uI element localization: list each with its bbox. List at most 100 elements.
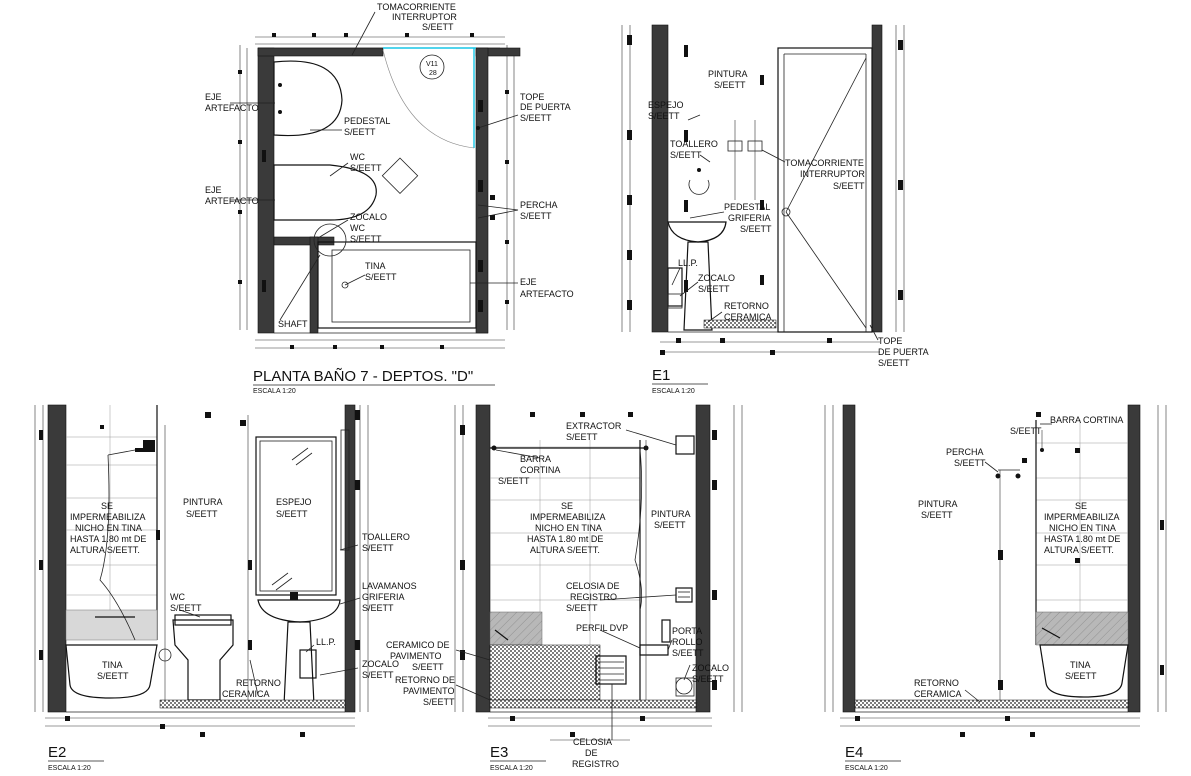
e4-ceramic-return [854, 699, 1129, 709]
e3-extractor-label-1: EXTRACTOR [566, 421, 622, 431]
plan-view: TOMACORRIENTE INTERRUPTOR S/EETT V11 28 … [205, 2, 574, 395]
elevation-e2: SE IMPERMEABILIZA NICHO EN TINA HASTA 1.… [34, 404, 417, 772]
e2-wc-label-1: WC [170, 592, 185, 602]
e3-porta-label-1: PORTA [672, 626, 702, 636]
e4-retorno-label-1: RETORNO [914, 678, 959, 688]
plan-tope-label-2: DE PUERTA [520, 102, 571, 112]
e1-pedestal-label-1: PEDESTAL [724, 202, 770, 212]
e3-perfil-label: PERFIL DVP [576, 623, 628, 633]
e4-percha-label-1: PERCHA [946, 447, 984, 457]
e3-se-label-5: ALTURA S/EETT. [530, 545, 600, 555]
plan-eje1-label-2: ARTEFACTO [205, 103, 259, 113]
e1-pedestal-label-2: GRIFERIA [728, 213, 771, 223]
plan-eje2-label-1: EJE [205, 185, 222, 195]
e1-retorno-label-1: RETORNO [724, 301, 769, 311]
e1-espejo-label-1: ESPEJO [648, 100, 684, 110]
e1-retorno-label-2: CERAMICA [724, 312, 772, 322]
plan-window-code-1: V11 [426, 61, 438, 68]
e3-floor-ceramic [489, 644, 601, 701]
e3-celosia-reg-label-3: S/EETT [566, 603, 598, 613]
e4-hook-2 [1015, 473, 1021, 479]
e2-lavamanos-label-1: LAVAMANOS [362, 581, 417, 591]
e2-retorno-label-2: CERAMICA [222, 689, 270, 699]
e3-tile-grid [490, 440, 641, 700]
plan-tope-label-3: S/EETT [520, 113, 552, 123]
plan-tomacorriente-label-3: S/EETT [422, 22, 454, 32]
e1-pintura-label-1: PINTURA [708, 69, 748, 79]
plan-wc-label-1: WC [350, 152, 365, 162]
e3-celosia [595, 655, 627, 685]
plan-top-wall [257, 47, 384, 57]
plan-wc [273, 164, 377, 221]
plan-tomacorriente-label-2: INTERRUPTOR [392, 12, 457, 22]
e4-pintura-label-2: S/EETT [921, 510, 953, 520]
e4-retorno-label-2: CERAMICA [914, 689, 962, 699]
e1-zocalo-label-2: S/EETT [698, 284, 730, 294]
e3-pintura-label-1: PINTURA [651, 509, 691, 519]
e2-wc [172, 619, 234, 701]
plan-eje1-label-1: EJE [205, 92, 222, 102]
plan-zocalo-label-1: ZOCALO [350, 212, 387, 222]
e1-tomacorriente-label-2: INTERRUPTOR [800, 169, 865, 179]
e4-niche [1035, 611, 1129, 646]
e3-title: E3 [490, 744, 508, 761]
e1-toallero-label-1: TOALLERO [670, 139, 718, 149]
plan-tina-label-2: S/EETT [365, 272, 397, 282]
e4-title: E4 [845, 744, 863, 761]
e3-pintura-label-2: S/EETT [654, 520, 686, 530]
e2-zocalo-label-2: S/EETT [362, 670, 394, 680]
e3-celosia-reg-label-1: CELOSIA DE [566, 581, 620, 591]
e1-pedestal-label-3: S/EETT [740, 224, 772, 234]
e2-tile-grid [66, 405, 158, 640]
e1-zocalo-label-1: ZOCALO [698, 273, 735, 283]
e1-tope-label-2: DE PUERTA [878, 347, 929, 357]
e4-barra-label-2: BARRA CORTINA [1050, 415, 1123, 425]
e3-se-label-1: SE [561, 501, 573, 511]
e2-se-label-3: NICHO EN TINA [75, 523, 142, 533]
e3-ceramico-label-3: S/EETT [412, 662, 444, 672]
plan-eje2-label-2: ARTEFACTO [205, 196, 259, 206]
e2-se-label-5: ALTURA S/EETT. [70, 545, 140, 555]
e2-basin [257, 599, 341, 623]
e3-se-label-2: IMPERMEABILIZA [530, 512, 606, 522]
e2-toallero-label-2: S/EETT [362, 543, 394, 553]
e3-extractor-label-2: S/EETT [566, 432, 598, 442]
e3-porta-label-3: S/EETT [672, 648, 704, 658]
shaft-circle [313, 223, 347, 257]
e4-tina-label-1: TINA [1070, 660, 1091, 670]
e2-pintura-label-1: PINTURA [183, 497, 223, 507]
e2-title: E2 [48, 744, 66, 761]
e3-retorno-pav-label-2: PAVIMENTO [403, 686, 455, 696]
e3-extractor [675, 435, 695, 455]
e2-pintura-label-2: S/EETT [186, 509, 218, 519]
e4-tile-grid [1035, 420, 1128, 645]
plan-zocalo-label-3: S/EETT [350, 234, 382, 244]
e3-barra-label-3: S/EETT [498, 476, 530, 486]
e3-barra-label-1: BARRA [520, 454, 551, 464]
e2-tina-label-2: S/EETT [97, 671, 129, 681]
e3-barra-label-2: CORTINA [520, 465, 560, 475]
e2-scale: ESCALA 1:20 [48, 765, 91, 772]
plan-pedestal-label-2: S/EETT [344, 127, 376, 137]
e2-se-label-4: HASTA 1.80 mt DE [70, 534, 146, 544]
plan-tub [317, 241, 477, 329]
e2-llp-label: LL.P. [316, 637, 336, 647]
e3-celosia-registro [675, 587, 693, 603]
e1-pedestal [683, 241, 713, 331]
floor-drain [381, 157, 419, 194]
plan-eje3-label-1: EJE [520, 277, 537, 287]
plan-eje3-label-2: ARTEFACTO [520, 289, 574, 299]
e3-celosia-bottom-label-2: DE [585, 748, 598, 758]
plan-pedestal-label-1: PEDESTAL [344, 116, 390, 126]
e2-wc-label-2: S/EETT [170, 603, 202, 613]
e2-toallero-label-1: TOALLERO [362, 532, 410, 542]
elevation-e1: PINTURA S/EETT ESPEJO S/EETT TOALLERO S/… [621, 24, 929, 395]
e2-lavamanos-label-3: S/EETT [362, 603, 394, 613]
plan-tomacorriente-label-1: TOMACORRIENTE [377, 2, 456, 12]
plan-scale: ESCALA 1:20 [253, 388, 296, 395]
e4-hook-1 [995, 473, 1001, 479]
elevation-e4: S/EETT BARRA CORTINA PERCHA S/EETT PINTU… [824, 404, 1167, 772]
e3-zocalo-label-1: ZOCALO [692, 663, 729, 673]
e4-scale: ESCALA 1:20 [845, 765, 888, 772]
